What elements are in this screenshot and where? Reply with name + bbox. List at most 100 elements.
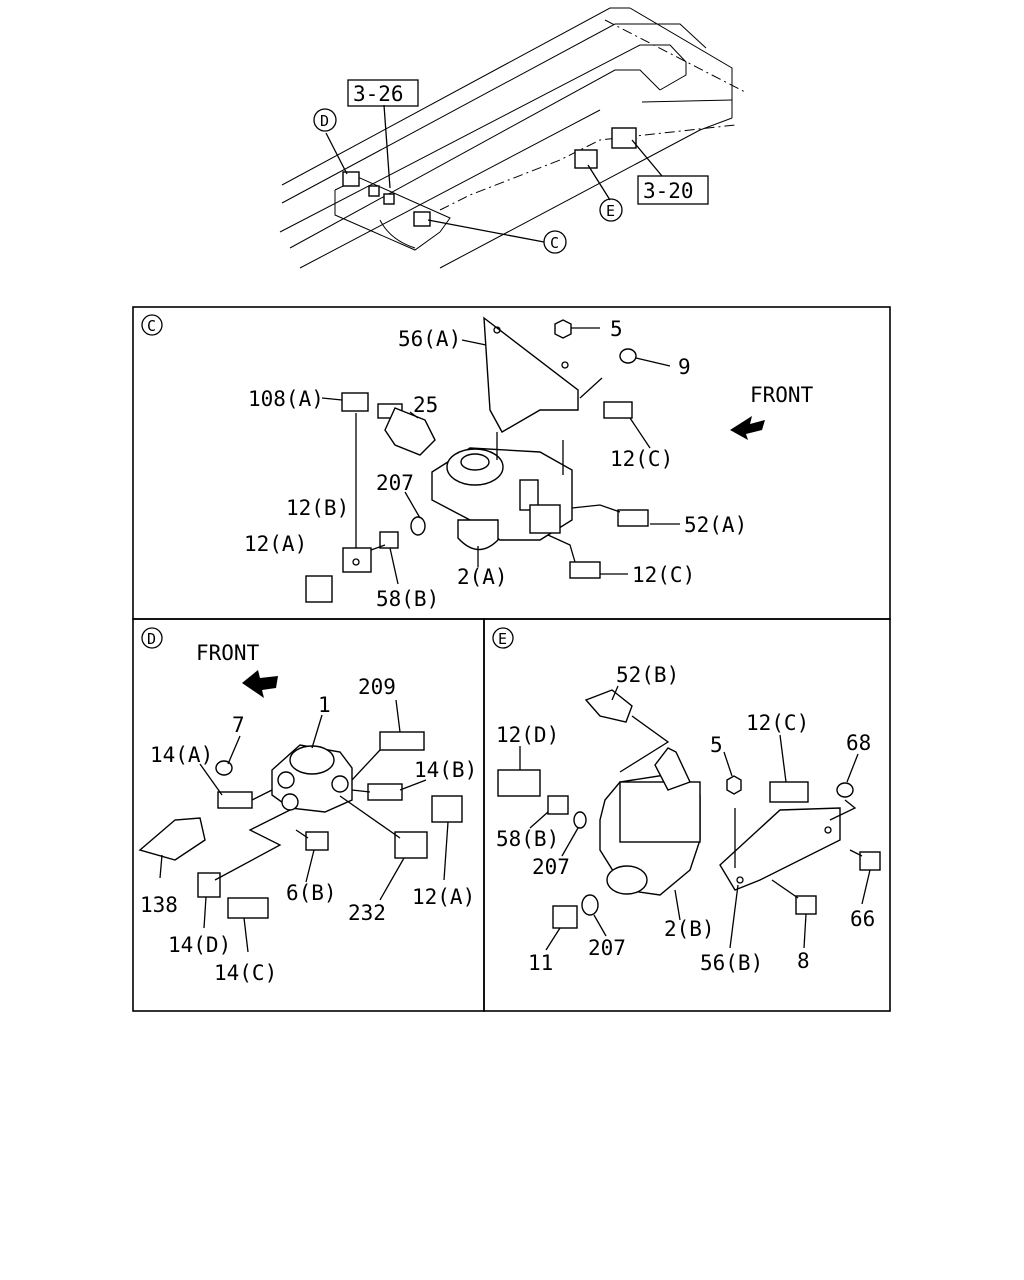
valve-1 (271, 744, 353, 813)
label-14a: 14(A) (150, 743, 213, 767)
fitting-14c (227, 897, 269, 919)
callout-d[interactable]: D (313, 108, 337, 132)
nut-5-e (726, 775, 742, 795)
ref-label-3-26: 3-26 (353, 82, 404, 106)
bolt-8 (795, 895, 817, 915)
svg-text:D: D (320, 112, 329, 130)
label-52b: 52(B) (616, 663, 679, 687)
bolt-6b (305, 831, 329, 851)
ref-box-3-26[interactable]: 3-26 (347, 79, 419, 107)
nut-5 (554, 319, 572, 339)
label-5: 5 (610, 317, 623, 341)
label-56b: 56(B) (700, 951, 763, 975)
ref-box-3-20[interactable]: 3-20 (637, 175, 709, 205)
svg-text:C: C (550, 234, 559, 252)
plug-58b (379, 531, 399, 549)
label-9: 9 (678, 355, 691, 379)
label-14d: 14(D) (168, 933, 231, 957)
label-12b: 12(B) (286, 496, 349, 520)
label-207-lower: 207 (588, 936, 626, 960)
label-209: 209 (358, 675, 396, 699)
valve-2b (599, 747, 701, 896)
panel-e: E (492, 627, 881, 975)
plug-11 (552, 905, 578, 929)
label-14b: 14(B) (414, 758, 477, 782)
label-8: 8 (797, 949, 810, 973)
fitting-138 (138, 817, 206, 861)
callout-e[interactable]: E (599, 198, 623, 222)
fitting-52b (584, 689, 633, 723)
fitting-12d (497, 769, 541, 797)
washer-207 (410, 516, 426, 536)
label-12a: 12(A) (412, 885, 475, 909)
panel-c-tag: C (141, 314, 163, 336)
label-2a: 2(A) (457, 565, 508, 589)
bracket-56b (719, 807, 841, 891)
bracket-56a (483, 316, 579, 433)
fitting-14b (367, 783, 403, 801)
svg-text:E: E (606, 202, 615, 220)
svg-text:D: D (147, 630, 156, 648)
valve-2a (431, 432, 573, 551)
panel-d: D FRONT (138, 627, 477, 985)
label-68: 68 (846, 731, 871, 755)
label-52a: 52(A) (684, 513, 747, 537)
panel-d-front-label: FRONT (196, 641, 260, 665)
fitting-14d (197, 872, 221, 898)
ref-label-3-20: 3-20 (643, 179, 694, 203)
label-66: 66 (850, 907, 875, 931)
bolt-66 (859, 851, 881, 871)
label-25: 25 (413, 393, 438, 417)
nut-7 (215, 760, 233, 776)
label-56a: 56(A) (398, 327, 461, 351)
label-232: 232 (348, 901, 386, 925)
panel-e-tag: E (492, 627, 514, 649)
washer-207-lower (581, 894, 599, 916)
panel-d-tag: D (141, 627, 163, 649)
label-12a: 12(A) (244, 532, 307, 556)
fitting-52a (617, 509, 649, 527)
label-5: 5 (710, 733, 723, 757)
fitting-12b (342, 547, 372, 573)
label-58b: 58(B) (376, 587, 439, 611)
part-232 (394, 831, 428, 859)
plug-58b-e (547, 795, 569, 815)
label-7: 7 (232, 713, 245, 737)
fitting-108a (341, 392, 369, 412)
panel-c-front-label: FRONT (750, 383, 814, 407)
label-12c-lower: 12(C) (632, 563, 695, 587)
nut-9 (619, 348, 637, 364)
label-14c: 14(C) (214, 961, 277, 985)
svg-text:E: E (498, 630, 507, 648)
nut-68 (836, 782, 854, 798)
label-108a: 108(A) (248, 387, 324, 411)
fitting-12c-e (769, 781, 809, 803)
callout-c[interactable]: C (543, 230, 567, 254)
front-arrow-icon (730, 416, 765, 440)
fitting-12a-d (431, 795, 463, 823)
label-1: 1 (318, 693, 331, 717)
label-2b: 2(B) (664, 917, 715, 941)
label-12c: 12(C) (746, 711, 809, 735)
front-arrow-icon (242, 670, 278, 698)
label-12d: 12(D) (496, 723, 559, 747)
svg-text:C: C (147, 317, 156, 335)
label-12c-upper: 12(C) (610, 447, 673, 471)
label-207-upper: 207 (532, 855, 570, 879)
fitting-12c-lower (569, 561, 601, 579)
label-207: 207 (376, 471, 414, 495)
label-11: 11 (528, 951, 553, 975)
label-6b: 6(B) (286, 881, 337, 905)
chassis-overview (279, 7, 746, 269)
label-58b: 58(B) (496, 827, 559, 851)
fitting-12a (305, 575, 333, 603)
fitting-12c-upper (603, 401, 633, 419)
panel-c: C FRONT (141, 314, 814, 611)
fitting-14a (217, 791, 253, 809)
fitting-209 (379, 731, 425, 751)
washer-207-upper (573, 811, 587, 829)
label-138: 138 (140, 893, 178, 917)
fitting-25 (377, 403, 436, 456)
panel-e-frame (483, 618, 891, 1012)
